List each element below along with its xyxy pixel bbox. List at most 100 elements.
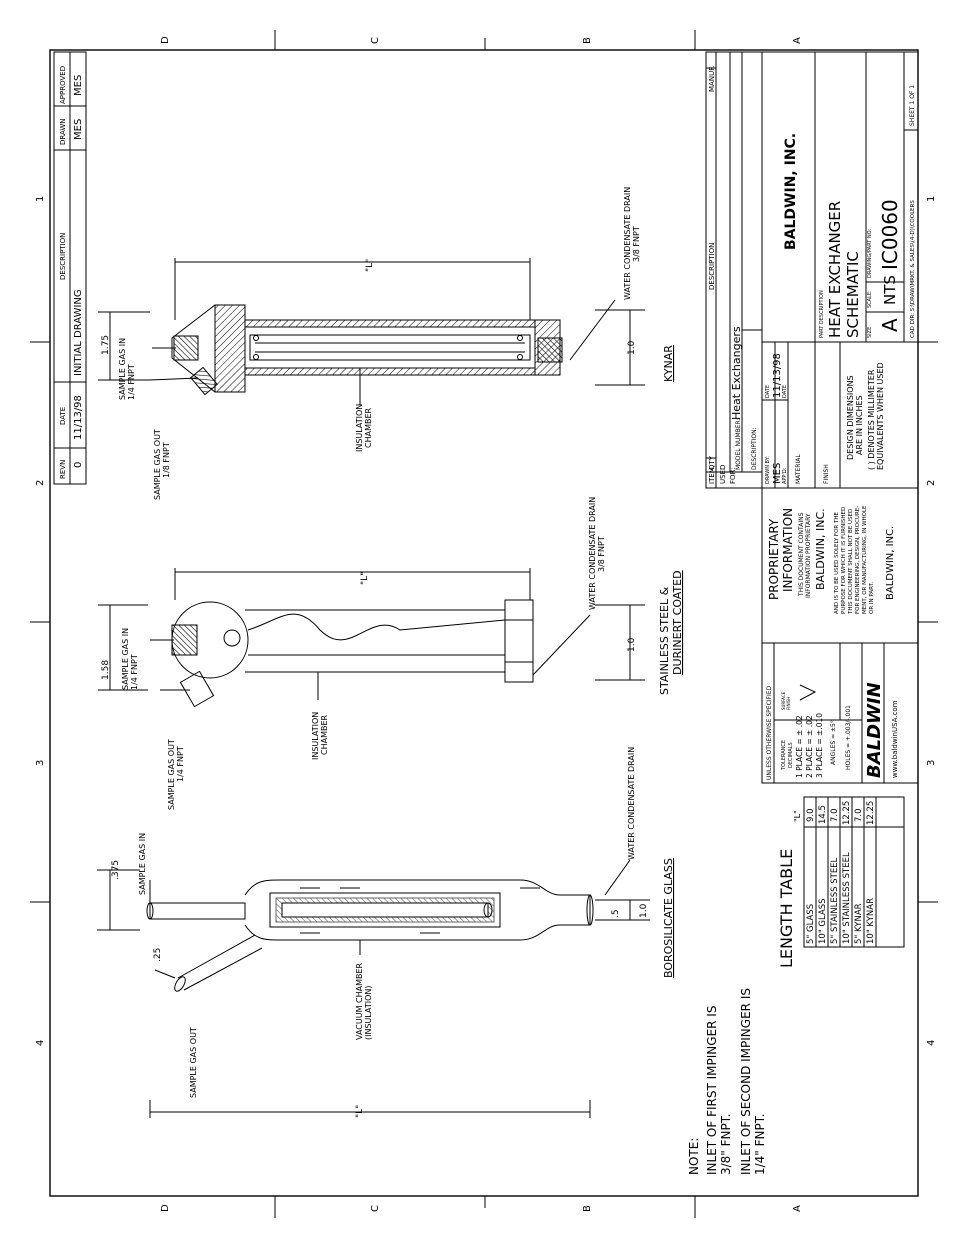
kynar-title: KYNAR xyxy=(662,345,675,382)
zone-top-c: C xyxy=(370,37,381,44)
steel-drain-label: WATER CONDENSATE DRAIN xyxy=(588,497,597,610)
part-description-label: PART DESCRIPTION xyxy=(819,290,825,338)
surface-finish-icon xyxy=(799,684,817,701)
proprietary-line: THIS DOCUMENT CONTAINS xyxy=(798,512,805,597)
date-label: DATE xyxy=(765,385,771,398)
zone-left-1: 1 xyxy=(35,196,46,202)
size-label: SIZE xyxy=(867,327,873,338)
finish-label: FINISH xyxy=(823,464,830,484)
rev-header-description: DESCRIPTION xyxy=(59,233,67,280)
rev-row-drawn: MES xyxy=(73,119,84,140)
note-line: 3/8" FNPT. xyxy=(719,1114,733,1175)
tolerance-header-2: DECIMALS xyxy=(788,742,794,768)
length-row-value: 7.0 xyxy=(854,808,864,822)
proprietary-company: BALDWIN, INC. xyxy=(814,508,827,590)
appd-date-label: DATE xyxy=(782,385,788,398)
kynar-drain-size: 3/8 FNPT xyxy=(632,226,641,262)
length-table: LENGTH TABLE "L" 5" GLASS 9.0 10" GLASS … xyxy=(777,796,905,968)
note-line: 1/4" FNPT. xyxy=(753,1114,767,1175)
baldwin-logo: BALDWIN xyxy=(864,682,885,778)
appd-label: APP'D: xyxy=(782,467,788,484)
revision-block: REVΝ DATE DESCRIPTION DRAWN APPROVED 0 1… xyxy=(53,51,87,485)
model-number-label: MODEL NUMBER: xyxy=(735,418,742,470)
zone-top-d: D xyxy=(160,36,171,44)
zone-right-2: 2 xyxy=(926,480,937,486)
note-line: INLET OF SECOND IMPINGER IS xyxy=(739,988,753,1175)
length-row-name: 5" STAINLESS STEEL xyxy=(830,857,840,944)
glass-dim-drain: .5 xyxy=(611,909,621,918)
rev-row-description: INITIAL DRAWING xyxy=(73,289,84,376)
length-row-value: 12.25 xyxy=(866,801,876,825)
glass-view: "L" .375 .25 .5 1.0 SAMPLE GAS IN SAMPLE… xyxy=(97,747,675,1118)
design-note-1: DESIGN DIMENSIONS xyxy=(846,375,855,460)
drawn-by-value: MES xyxy=(772,463,783,484)
scale-label: SCALE: xyxy=(867,290,873,308)
steel-gas-in-label: SAMPLE GAS IN xyxy=(121,628,130,690)
zone-bottom-c: C xyxy=(370,1205,381,1212)
rev-row-approved: MES xyxy=(73,75,84,96)
design-note-4: EQUIVALENTS WHEN USED xyxy=(876,362,885,470)
rev-header-approved: APPROVED xyxy=(59,66,67,104)
date-value: 11/13/98 xyxy=(772,353,783,398)
title-description-header: DESCRIPTION xyxy=(708,243,716,290)
zone-top-b: B xyxy=(582,37,593,44)
part-description-line-2: SCHEMATIC xyxy=(844,251,862,338)
design-note-3: ( ) DENOTES MILLIMETER xyxy=(867,369,876,470)
tolerance-angles: ANGLES = ±5° xyxy=(830,720,837,765)
kynar-chamber-label: INSULATION xyxy=(355,404,364,452)
rev-header-rev: REVΝ xyxy=(59,460,67,479)
surface-finish-label: SURFACE xyxy=(781,691,786,710)
zone-bottom-a: A xyxy=(792,1205,803,1212)
glass-gas-in-label: SAMPLE GAS IN xyxy=(138,833,147,895)
kynar-gas-out-label: SAMPLE GAS OUT xyxy=(153,429,162,500)
design-note-2: ARE IN INCHES xyxy=(855,395,864,455)
rev-row-rev: 0 xyxy=(73,462,84,468)
rev-row-date: 11/13/98 xyxy=(73,395,84,440)
proprietary-body: PURPOSE FOR WHICH IT IS FURNISHED xyxy=(841,507,847,614)
title-item: ITEM xyxy=(708,467,716,484)
glass-dim-inlet: .375 xyxy=(111,860,121,880)
zone-bottom-d: D xyxy=(160,1204,171,1212)
length-row-name: 10" STAINLESS STEEL xyxy=(842,852,852,944)
part-number-value: IC0060 xyxy=(878,199,902,270)
zone-right-3: 3 xyxy=(926,760,937,766)
note-block: NOTE: INLET OF FIRST IMPINGER IS 3/8" FN… xyxy=(687,988,767,1175)
kynar-dim-length: "L" xyxy=(365,259,375,272)
length-row-value: 14.5 xyxy=(818,805,828,824)
kynar-view: "L" 1.75 1.0 SAMPLE GAS IN 1/4 FNPT SAMP… xyxy=(98,187,675,500)
steel-drain-size: 3/8 FNPT xyxy=(597,536,606,572)
tolerance-title: UNLESS OTHERWISE SPECIFIED xyxy=(766,685,773,780)
kynar-gas-in-size: 1/4 FNPT xyxy=(127,364,136,400)
steel-chamber-label-2: CHAMBER xyxy=(320,714,329,755)
zone-left-3: 3 xyxy=(35,760,46,766)
proprietary-body: MENT, OR MANUFACTURING, IN WHOLE xyxy=(862,505,868,614)
scale-value: NTS xyxy=(881,275,899,305)
drawn-by-label: DRAWN BY: xyxy=(765,456,771,484)
zone-left-2: 2 xyxy=(35,480,46,486)
steel-title-1: STAINLESS STEEL & xyxy=(658,586,671,695)
length-row-name: 5" GLASS xyxy=(806,904,816,944)
note-title: NOTE: xyxy=(687,1138,701,1175)
steel-view: "L" 1.58 1.0 SAMPLE GAS IN 1/4 FNPT SAMP… xyxy=(98,497,684,810)
title-for: FOR: xyxy=(729,467,737,484)
size-value: A xyxy=(878,318,902,332)
sheet-number: SHEET 1 OF 1 xyxy=(909,85,916,126)
kynar-dim-dia: 1.0 xyxy=(627,340,637,355)
steel-gas-out-size: 1/4 FNPT xyxy=(176,746,185,782)
steel-dim-dia: 1.0 xyxy=(627,637,637,652)
company-name: BALDWIN, INC. xyxy=(783,133,799,250)
tolerance-line: 2 PLACE = ± .02 xyxy=(805,715,814,778)
zone-bottom-b: B xyxy=(582,1205,593,1212)
zone-right-1: 1 xyxy=(926,196,937,202)
length-table-title: LENGTH TABLE xyxy=(777,849,796,968)
length-row-name: 10" KYNAR xyxy=(866,898,876,944)
note-line: INLET OF FIRST IMPINGER IS xyxy=(705,1006,719,1175)
glass-dim-dia: 1.0 xyxy=(639,903,649,918)
steel-dim-offset: 1.58 xyxy=(101,660,111,680)
proprietary-title-1: PROPRIETARY xyxy=(767,518,781,600)
glass-chamber-label-2: (INSULATION) xyxy=(364,985,373,1040)
glass-drain-label: WATER CONDENSATE DRAIN xyxy=(627,747,636,860)
rev-header-drawn: DRAWN xyxy=(59,118,67,145)
length-row-name: 5" KYNAR xyxy=(854,903,864,944)
title-qty: QTY xyxy=(708,455,716,470)
